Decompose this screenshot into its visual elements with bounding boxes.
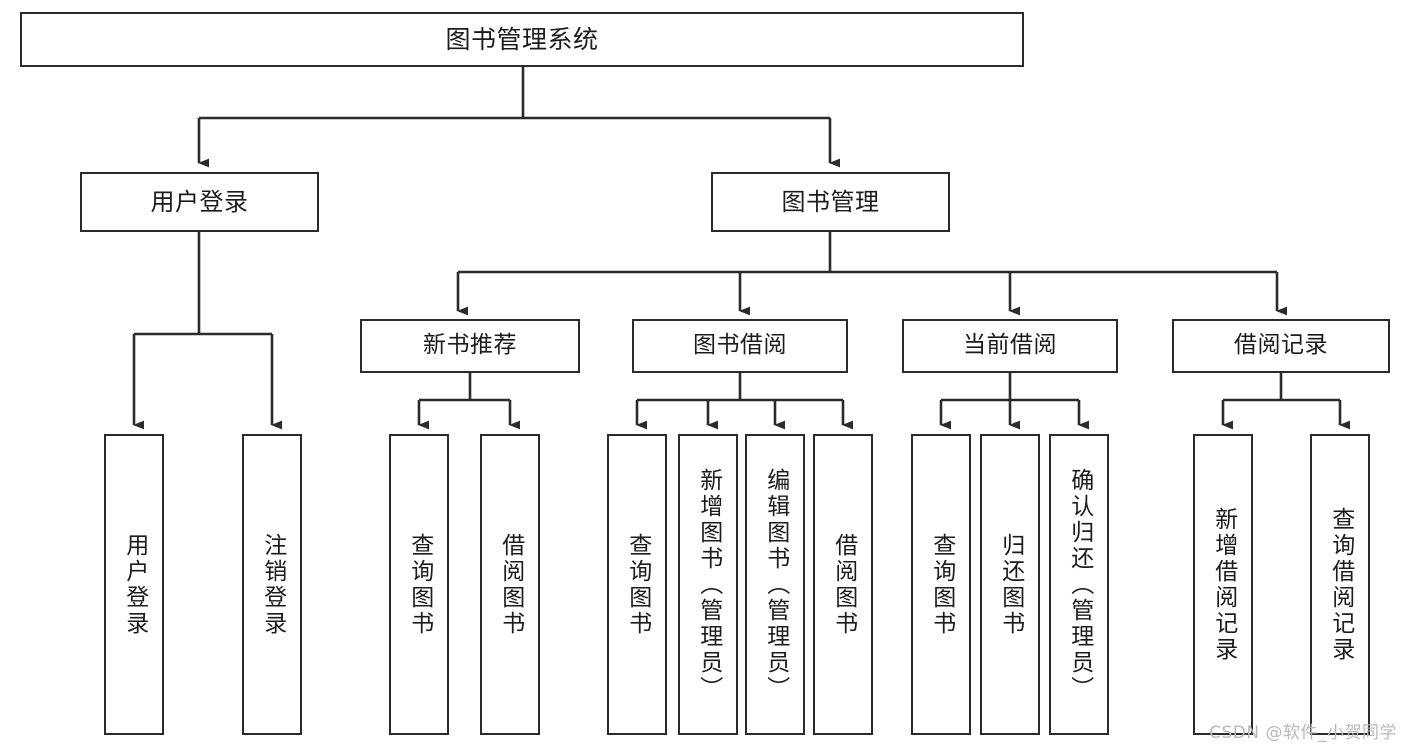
node-label: 新增图书（管理员） [695, 467, 722, 702]
node-label: 图书管理 [781, 187, 880, 216]
node-label: 借阅图书 [830, 532, 857, 637]
leaf-record-query[interactable]: 查询借阅记录 [1310, 434, 1370, 735]
node-user-login[interactable]: 用户登录 [80, 172, 319, 232]
csdn-watermark: CSDN @软件_小贺同学 [1209, 723, 1397, 743]
node-label: 确认归还（管理员） [1066, 467, 1093, 702]
node-new-book-recommend[interactable]: 新书推荐 [360, 319, 580, 373]
node-label: 编辑图书（管理员） [762, 467, 789, 702]
node-label: 查询借阅记录 [1327, 506, 1354, 663]
leaf-borrow-query-book[interactable]: 查询图书 [607, 434, 667, 735]
leaf-record-add[interactable]: 新增借阅记录 [1193, 434, 1253, 735]
node-label: 查询图书 [928, 532, 955, 637]
node-label: 新增借阅记录 [1210, 506, 1237, 663]
node-label: 查询图书 [624, 532, 651, 637]
leaf-borrow-borrow-book[interactable]: 借阅图书 [813, 434, 873, 735]
node-label: 新书推荐 [423, 332, 517, 359]
node-label: 用户登录 [150, 187, 249, 216]
leaf-current-return-book[interactable]: 归还图书 [980, 434, 1040, 735]
leaf-new-book-query[interactable]: 查询图书 [389, 434, 449, 735]
leaf-user-login-login[interactable]: 用户登录 [104, 434, 164, 735]
leaf-borrow-add-book[interactable]: 新增图书（管理员） [678, 434, 738, 735]
node-current-borrow[interactable]: 当前借阅 [902, 319, 1118, 373]
leaf-current-query-book[interactable]: 查询图书 [911, 434, 971, 735]
node-label: 注销登录 [259, 532, 286, 637]
node-label: 图书管理系统 [445, 24, 599, 54]
leaf-borrow-edit-book[interactable]: 编辑图书（管理员） [745, 434, 805, 735]
node-book-management[interactable]: 图书管理 [711, 172, 950, 232]
node-label: 用户登录 [121, 532, 148, 637]
node-label: 借阅记录 [1234, 332, 1328, 359]
node-label: 查询图书 [406, 532, 433, 637]
node-label: 当前借阅 [963, 332, 1057, 359]
node-label: 图书借阅 [693, 332, 787, 359]
node-root-system[interactable]: 图书管理系统 [20, 12, 1024, 67]
leaf-current-confirm-return[interactable]: 确认归还（管理员） [1049, 434, 1109, 735]
node-borrow-record[interactable]: 借阅记录 [1172, 319, 1390, 373]
leaf-new-book-borrow[interactable]: 借阅图书 [480, 434, 540, 735]
node-label: 归还图书 [997, 532, 1024, 637]
leaf-user-login-logout[interactable]: 注销登录 [242, 434, 302, 735]
node-label: 借阅图书 [497, 532, 524, 637]
node-book-borrow[interactable]: 图书借阅 [632, 319, 848, 373]
